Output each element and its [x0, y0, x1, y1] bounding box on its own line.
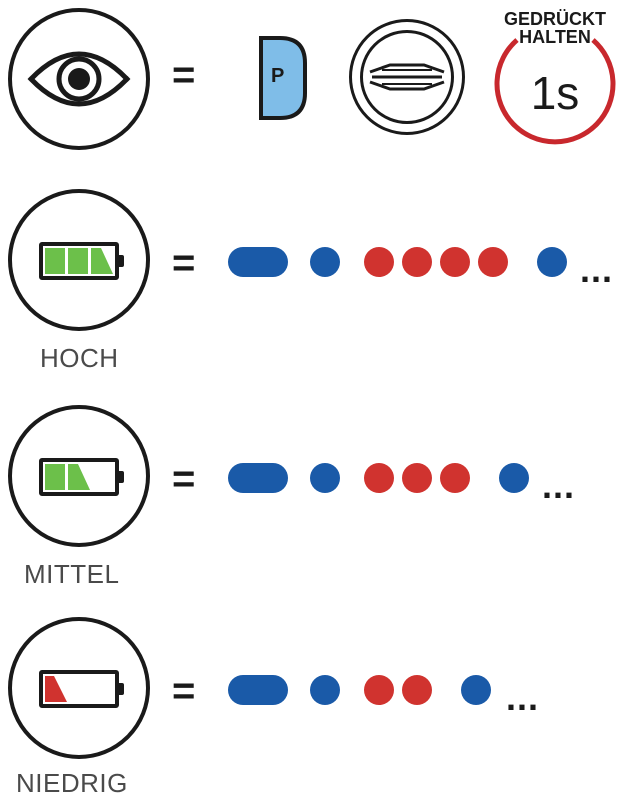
led-blue [537, 247, 567, 277]
jog-dial-grip-lines [369, 63, 445, 91]
led-red [478, 247, 508, 277]
hold-label: GEDRÜCKT HALTEN [504, 9, 606, 47]
hold-duration: 1s [530, 67, 580, 119]
battery-icon-circle [8, 617, 150, 759]
equals-sign: = [172, 53, 196, 97]
battery-icon [39, 242, 119, 280]
led-red [364, 463, 394, 493]
battery-icon-circle [8, 189, 150, 331]
led-blue [310, 247, 340, 277]
equals-sign: = [172, 241, 196, 285]
led-red [364, 675, 394, 705]
led-long-blue [228, 675, 288, 705]
p-button-label: P [271, 65, 285, 87]
equals-sign: = [172, 669, 196, 713]
led-blue [461, 675, 491, 705]
led-red [402, 463, 432, 493]
led-blue [310, 463, 340, 493]
level-label-medium: MITTEL [24, 559, 120, 589]
led-red [364, 247, 394, 277]
led-blue [499, 463, 529, 493]
battery-level-full [45, 248, 113, 274]
battery-level-medium [45, 464, 90, 490]
battery-terminal [119, 255, 124, 267]
led-long-blue [228, 247, 288, 277]
battery-icon [39, 458, 119, 496]
led-red [440, 463, 470, 493]
led-red [440, 247, 470, 277]
level-label-low: NIEDRIG [16, 768, 128, 798]
battery-level-low [45, 676, 67, 702]
battery-icon-circle [8, 405, 150, 547]
battery-icon [39, 670, 119, 708]
led-red [402, 247, 432, 277]
ellipsis: ... [542, 465, 576, 506]
hold-timer-icon: GEDRÜCKT HALTEN 1s [490, 0, 620, 160]
battery-terminal [119, 471, 124, 483]
level-label-high: HOCH [40, 343, 119, 373]
equals-sign: = [172, 457, 196, 501]
ellipsis: ... [506, 677, 540, 718]
ellipsis: ... [580, 249, 614, 290]
p-button-icon: P [258, 35, 308, 121]
battery-terminal [119, 683, 124, 695]
eye-icon-circle [8, 8, 150, 150]
eye-icon [27, 51, 131, 107]
led-long-blue [228, 463, 288, 493]
led-blue [310, 675, 340, 705]
jog-dial-icon [349, 19, 465, 135]
led-red [402, 675, 432, 705]
